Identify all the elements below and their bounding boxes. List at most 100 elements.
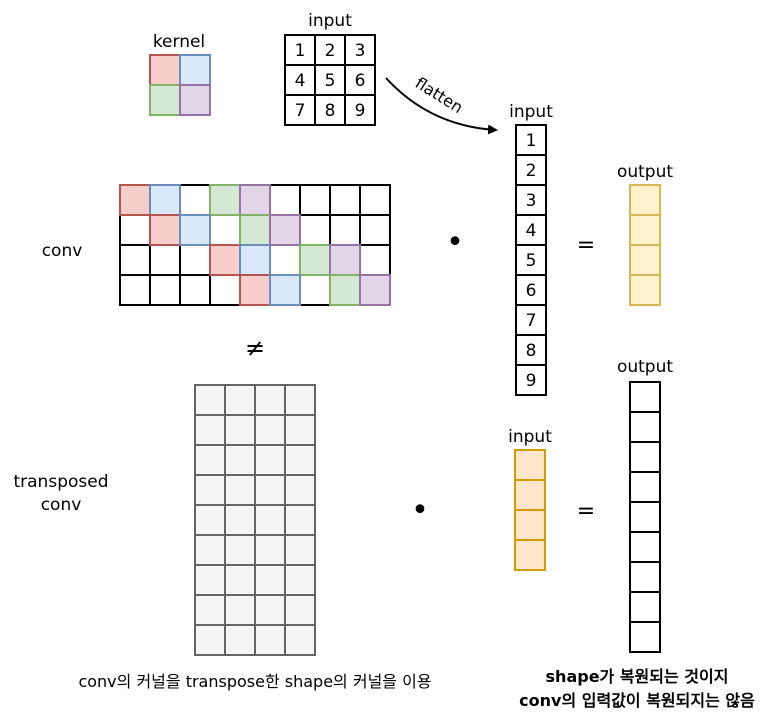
transposed-label-line1: transposed xyxy=(13,472,108,492)
output-bottom-cell xyxy=(629,591,661,623)
input-grid-value: 2 xyxy=(325,41,336,61)
conv-matrix-cell-red xyxy=(149,214,181,246)
conv-matrix-cell xyxy=(329,184,361,216)
conv-matrix-cell xyxy=(299,184,331,216)
input-grid-cell xyxy=(344,64,376,96)
input-grid-value: 6 xyxy=(355,71,366,91)
transposed-label-line2: conv xyxy=(41,495,82,515)
conv-matrix-cell xyxy=(209,214,241,246)
conv-label: conv xyxy=(42,241,83,261)
output-bottom-cell xyxy=(629,531,661,563)
output-bottom-label: output xyxy=(617,357,673,377)
conv-matrix-cell xyxy=(329,214,361,246)
flatten-arrow xyxy=(385,77,498,135)
transposed-matrix-cell xyxy=(284,384,316,416)
input-grid-value: 3 xyxy=(355,41,366,61)
transposed-matrix-cell xyxy=(254,534,286,566)
conv-matrix-cell xyxy=(119,214,151,246)
transposed-matrix-cell xyxy=(194,534,226,566)
conv-matrix-cell xyxy=(119,274,151,306)
transposed-matrix-cell xyxy=(284,504,316,536)
conv-matrix-cell-purple xyxy=(269,214,301,246)
transposed-matrix-cell xyxy=(224,444,256,476)
input-grid-value: 7 xyxy=(295,101,306,121)
transposed-matrix-cell xyxy=(224,594,256,626)
conv-matrix-cell-red xyxy=(209,244,241,276)
input-column-value: 2 xyxy=(526,161,537,181)
kernel-cell-purple xyxy=(179,84,211,116)
conv-matrix-cell-purple xyxy=(329,244,361,276)
transposed-matrix-cell xyxy=(284,444,316,476)
transposed-matrix-cell xyxy=(194,624,226,656)
dot-operator-top: • xyxy=(446,225,464,260)
dot-operator-bottom: • xyxy=(411,493,429,528)
input-grid-value: 8 xyxy=(325,101,336,121)
conv-matrix xyxy=(119,184,391,306)
transposed-matrix-cell xyxy=(254,594,286,626)
not-equal-sign: ≠ xyxy=(245,334,265,362)
input-bottom-cell xyxy=(514,509,546,541)
conv-matrix-cell xyxy=(149,244,181,276)
kernel-label: kernel xyxy=(153,32,205,52)
input-vector-bottom xyxy=(514,449,546,571)
transposed-matrix-cell xyxy=(224,384,256,416)
conv-matrix-cell-blue xyxy=(179,214,211,246)
transposed-matrix-cell xyxy=(194,414,226,446)
kernel-grid xyxy=(149,54,211,116)
transposed-matrix-cell xyxy=(254,504,286,536)
input-column-value: 5 xyxy=(526,251,537,271)
transposed-matrix-cell xyxy=(224,414,256,446)
input-column-value: 8 xyxy=(526,341,537,361)
transposed-matrix-cell xyxy=(254,444,286,476)
conv-matrix-cell xyxy=(299,274,331,306)
transposed-matrix-cell xyxy=(194,474,226,506)
input-column-value: 6 xyxy=(526,281,537,301)
conv-matrix-cell xyxy=(209,274,241,306)
conv-matrix-cell xyxy=(119,244,151,276)
input-bottom-cell xyxy=(514,449,546,481)
conv-matrix-cell-green xyxy=(239,214,271,246)
input-grid-value: 1 xyxy=(295,41,306,61)
transposed-matrix-cell xyxy=(284,624,316,656)
transposed-matrix-cell xyxy=(224,504,256,536)
transposed-matrix-cell xyxy=(254,624,286,656)
transposed-matrix-cell xyxy=(194,564,226,596)
output-top-cell xyxy=(629,274,661,306)
input-column-label: input xyxy=(509,102,553,122)
caption-right-line1: shape가 복원되는 것이지 xyxy=(546,667,729,686)
conv-matrix-cell xyxy=(179,244,211,276)
conv-matrix-cell xyxy=(269,244,301,276)
flatten-label: flatten xyxy=(412,73,467,117)
conv-matrix-cell xyxy=(179,184,211,216)
caption-left: conv의 커널을 transpose한 shape의 커널을 이용 xyxy=(78,672,431,691)
transposed-matrix-cell xyxy=(224,534,256,566)
input-column-cell xyxy=(515,154,547,186)
transposed-matrix-cell xyxy=(284,534,316,566)
input-column-value: 9 xyxy=(526,371,537,391)
output-top-cell xyxy=(629,214,661,246)
kernel-cell-green xyxy=(149,84,181,116)
input-grid-value: 4 xyxy=(295,71,306,91)
transposed-matrix-cell xyxy=(194,594,226,626)
conv-matrix-cell-green xyxy=(299,244,331,276)
conv-matrix-cell-red xyxy=(119,184,151,216)
input-column-cell xyxy=(515,364,547,396)
output-bottom-cell xyxy=(629,471,661,503)
input-grid-cell xyxy=(344,94,376,126)
transposed-matrix-cell xyxy=(284,474,316,506)
transposed-matrix-cell xyxy=(224,564,256,596)
input-bottom-cell xyxy=(514,479,546,511)
transposed-matrix-cell xyxy=(284,594,316,626)
transposed-matrix-cell xyxy=(194,384,226,416)
input-grid-value: 9 xyxy=(355,101,366,121)
output-vector-bottom xyxy=(629,381,661,653)
input-column-value: 4 xyxy=(526,221,537,241)
transposed-conv-matrix xyxy=(194,384,316,656)
input-column-value: 7 xyxy=(526,311,537,331)
input-grid-cell xyxy=(314,94,346,126)
output-bottom-cell xyxy=(629,621,661,653)
conv-matrix-cell-purple xyxy=(239,184,271,216)
transposed-matrix-cell xyxy=(284,414,316,446)
